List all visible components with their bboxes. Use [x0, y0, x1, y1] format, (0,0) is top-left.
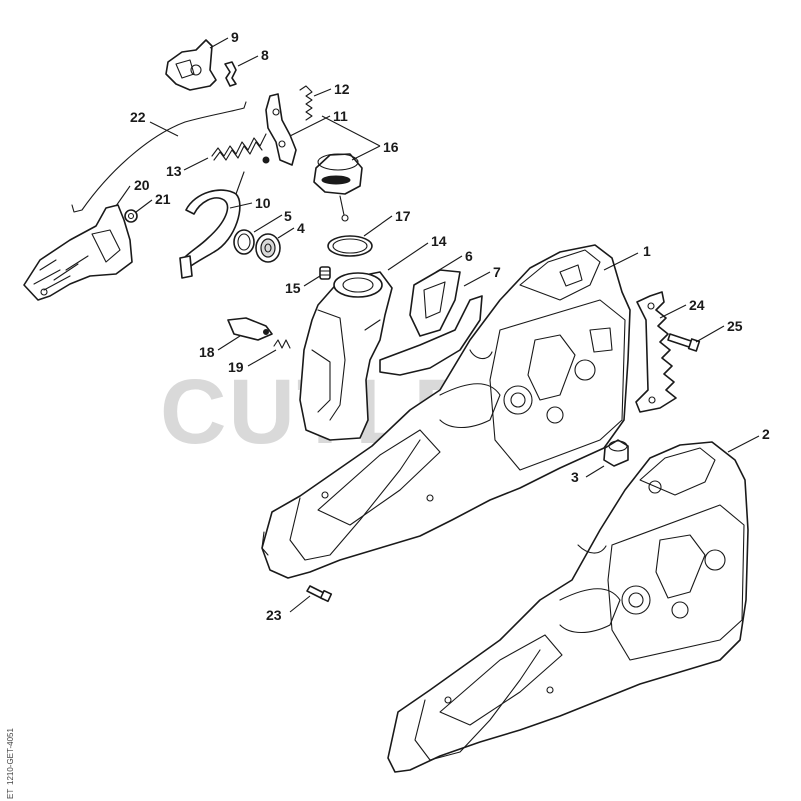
part-14-oil-tank: [299, 271, 393, 441]
leader-4: [277, 227, 295, 239]
leader-2: [727, 435, 760, 453]
callout-3: 3: [571, 469, 579, 485]
callout-21: 21: [155, 191, 171, 207]
leader-18: [217, 335, 241, 351]
part-13-spring: [211, 133, 267, 161]
leader-14: [387, 242, 429, 271]
leader-8: [237, 55, 259, 67]
leader-5: [253, 214, 283, 233]
leader-lines: [115, 37, 760, 613]
leader-24: [659, 304, 687, 319]
callout-13: 13: [166, 163, 182, 179]
leader-21: [135, 199, 153, 213]
part-21-screw: [124, 209, 138, 223]
callout-18: 18: [199, 344, 215, 360]
reference-code: 1210-GET-4051: [6, 728, 15, 785]
callout-7: 7: [493, 264, 501, 280]
part-16-oil-cap: [313, 153, 363, 222]
callout-8: 8: [261, 47, 269, 63]
part-23-screw: [306, 585, 333, 603]
part-15-valve: [319, 266, 331, 280]
part-3-sleeve: [603, 439, 629, 467]
part-24-chain-catcher: [635, 291, 677, 413]
part-11-trigger-lever: [262, 93, 297, 166]
leader-25: [695, 325, 725, 343]
part-10-brake-band: [179, 171, 245, 279]
corner-tag: ET: [6, 789, 15, 799]
part-8-clip: [224, 61, 237, 87]
callout-22: 22: [130, 109, 146, 125]
callout-23: 23: [266, 607, 282, 623]
leader-10: [229, 202, 253, 209]
callout-20: 20: [134, 177, 150, 193]
callout-25: 25: [727, 318, 743, 334]
part-7-seal: [379, 295, 483, 376]
leader-23: [289, 595, 311, 613]
callout-12: 12: [334, 81, 350, 97]
leader-12: [313, 88, 332, 97]
callout-19: 19: [228, 359, 244, 375]
callout-15: 15: [285, 280, 301, 296]
callout-1: 1: [643, 243, 651, 259]
callout-labels: 1 2 3 4 5 6 7 8 9 10 11 12 13 14 15 16 1…: [130, 29, 770, 623]
part-housing-half-1: [261, 244, 631, 579]
leader-3: [585, 465, 605, 478]
callout-24: 24: [689, 297, 705, 313]
part-20-hand-guard: [23, 204, 133, 301]
callout-5: 5: [284, 208, 292, 224]
part-19-spring: [273, 339, 291, 349]
part-25-screw: [667, 333, 701, 352]
callout-2: 2: [762, 426, 770, 442]
part-18-switch: [227, 317, 273, 341]
part-5-washer: [233, 229, 255, 255]
callout-11: 11: [333, 108, 348, 124]
callout-10: 10: [255, 195, 271, 211]
part-6-cover: [409, 269, 461, 337]
leader-16: [321, 115, 381, 161]
leader-22: [149, 121, 179, 137]
part-housing-half-2: [387, 441, 749, 773]
part-4-bearing: [255, 233, 281, 263]
callout-14: 14: [431, 233, 447, 249]
leader-1: [603, 252, 639, 271]
leader-9: [209, 37, 229, 49]
leader-20: [115, 185, 131, 207]
callout-4: 4: [297, 220, 305, 236]
callout-9: 9: [231, 29, 239, 45]
callout-6: 6: [465, 248, 473, 264]
leader-11: [289, 115, 331, 137]
callout-16: 16: [383, 139, 399, 155]
leader-7: [463, 271, 491, 287]
part-12-spring: [299, 85, 313, 121]
leader-13: [183, 157, 209, 171]
part-9-lock-lever: [165, 39, 217, 91]
part-17-o-ring: [327, 235, 373, 257]
leader-17: [363, 215, 393, 237]
leader-19: [247, 349, 277, 367]
callout-17: 17: [395, 208, 411, 224]
leader-6: [435, 255, 463, 273]
leader-15: [303, 275, 321, 287]
